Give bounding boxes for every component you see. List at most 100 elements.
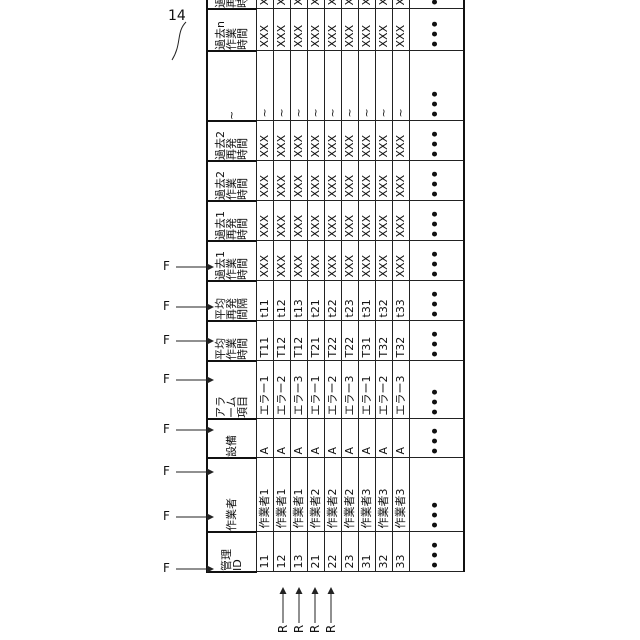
- cell-alarm: エラー2: [324, 361, 341, 419]
- continuation-dots: •••: [409, 361, 464, 419]
- cell-p1_recur: XXX: [358, 201, 375, 241]
- cell-avg_recur: t12: [273, 281, 290, 321]
- cell-id: 12: [273, 532, 290, 572]
- cell-avg_recur: t22: [324, 281, 341, 321]
- cell-avg_work: T12: [290, 321, 307, 361]
- cell-worker: 作業者1: [273, 458, 290, 532]
- cell-avg_work: T11: [256, 321, 273, 361]
- cell-p2_recur: XXX: [256, 121, 273, 161]
- f-marker-arrow: [175, 512, 215, 522]
- cell-p2_recur: XXX: [341, 121, 358, 161]
- continuation-dots: •••: [409, 458, 464, 532]
- f-marker-arrow: [175, 467, 215, 477]
- r-marker-arrow: [310, 586, 320, 624]
- header-pn_recur: 過去n再発時間: [207, 0, 256, 9]
- table-row: 22作業者2Aエラー2T22t22XXXXXXXXXXXX~XXXXXX: [324, 0, 341, 572]
- cell-p1_recur: XXX: [341, 201, 358, 241]
- f-marker-arrow: [175, 375, 215, 385]
- cell-p1_recur: XXX: [256, 201, 273, 241]
- cell-alarm: エラー1: [256, 361, 273, 419]
- r-marker: R: [292, 625, 306, 633]
- cell-id: 22: [324, 532, 341, 572]
- cell-p1_recur: XXX: [392, 201, 409, 241]
- cell-pn_work: XXX: [290, 9, 307, 51]
- header-avg_recur: 平均再発間隔: [207, 281, 256, 321]
- table-row: 11作業者1Aエラー1T11t11XXXXXXXXXXXX~XXXXXX: [256, 0, 273, 572]
- header-p2_recur: 過去2再発時間: [207, 121, 256, 161]
- rotated-table-wrapper: 管理ID作業者設備アラーム項目平均作業時間平均再発間隔過去1作業時間過去1再発時…: [206, 10, 463, 573]
- f-marker: F: [163, 333, 170, 347]
- cell-ellipsis: ~: [324, 51, 341, 121]
- r-marker-arrow: [326, 586, 336, 624]
- f-marker-arrow: [175, 336, 215, 346]
- cell-pn_recur: XXX: [256, 0, 273, 9]
- header-line: 時間: [237, 242, 248, 280]
- cell-p2_recur: XXX: [273, 121, 290, 161]
- cell-p1_work: XXX: [256, 241, 273, 281]
- cell-equipment: A: [290, 419, 307, 458]
- cell-p2_recur: XXX: [290, 121, 307, 161]
- cell-pn_recur: XXX: [307, 0, 324, 9]
- cell-pn_recur: XXX: [273, 0, 290, 9]
- cell-p1_recur: XXX: [290, 201, 307, 241]
- header-line: 間隔: [237, 282, 248, 320]
- cell-alarm: エラー3: [290, 361, 307, 419]
- cell-worker: 作業者1: [290, 458, 307, 532]
- header-line: 時間: [237, 122, 248, 160]
- cell-pn_recur: XXX: [392, 0, 409, 9]
- cell-worker: 作業者2: [307, 458, 324, 532]
- cell-equipment: A: [341, 419, 358, 458]
- continuation-dots: •••: [409, 321, 464, 361]
- cell-p2_work: XXX: [358, 161, 375, 201]
- cell-worker: 作業者2: [324, 458, 341, 532]
- cell-pn_recur: XXX: [290, 0, 307, 9]
- cell-ellipsis: ~: [290, 51, 307, 121]
- cell-avg_work: T22: [341, 321, 358, 361]
- cell-equipment: A: [307, 419, 324, 458]
- r-marker-arrow: [294, 586, 304, 624]
- table-row: 32作業者3Aエラー2T32t32XXXXXXXXXXXX~XXXXXX: [375, 0, 392, 572]
- cell-equipment: A: [358, 419, 375, 458]
- header-line: ~: [226, 52, 237, 120]
- header-line: 時間: [237, 202, 248, 240]
- r-marker: R: [276, 625, 290, 633]
- cell-avg_recur: t32: [375, 281, 392, 321]
- cell-p2_work: XXX: [341, 161, 358, 201]
- cell-alarm: エラー2: [273, 361, 290, 419]
- continuation-dots: •••: [409, 419, 464, 458]
- cell-p2_work: XXX: [324, 161, 341, 201]
- cell-avg_work: T32: [392, 321, 409, 361]
- cell-ellipsis: ~: [256, 51, 273, 121]
- cell-p1_recur: XXX: [307, 201, 324, 241]
- cell-p1_work: XXX: [392, 241, 409, 281]
- f-marker-arrow: [175, 262, 215, 272]
- cell-pn_recur: XXX: [324, 0, 341, 9]
- cell-p2_recur: XXX: [324, 121, 341, 161]
- cell-avg_work: T32: [375, 321, 392, 361]
- cell-p1_work: XXX: [375, 241, 392, 281]
- table-row: 13作業者1Aエラー3T12t13XXXXXXXXXXXX~XXXXXX: [290, 0, 307, 572]
- cell-id: 23: [341, 532, 358, 572]
- header-line: 時間: [237, 162, 248, 200]
- cell-alarm: エラー3: [392, 361, 409, 419]
- header-line: 時間: [237, 322, 248, 360]
- cell-avg_recur: t11: [256, 281, 273, 321]
- cell-ellipsis: ~: [375, 51, 392, 121]
- cell-pn_work: XXX: [273, 9, 290, 51]
- continuation-row: •••••••••••••••••••••••••••••••••••••••: [409, 0, 464, 572]
- cell-pn_work: XXX: [375, 9, 392, 51]
- header-p1_recur: 過去1再発時間: [207, 201, 256, 241]
- cell-pn_work: XXX: [324, 9, 341, 51]
- cell-avg_work: T31: [358, 321, 375, 361]
- cell-id: 31: [358, 532, 375, 572]
- cell-worker: 作業者2: [341, 458, 358, 532]
- figure-ref-leader: [168, 20, 194, 66]
- header-line: 時間: [237, 10, 248, 50]
- cell-p1_recur: XXX: [324, 201, 341, 241]
- cell-p1_work: XXX: [307, 241, 324, 281]
- cell-equipment: A: [256, 419, 273, 458]
- cell-ellipsis: ~: [358, 51, 375, 121]
- continuation-dots: •••: [409, 0, 464, 9]
- cell-avg_work: T22: [324, 321, 341, 361]
